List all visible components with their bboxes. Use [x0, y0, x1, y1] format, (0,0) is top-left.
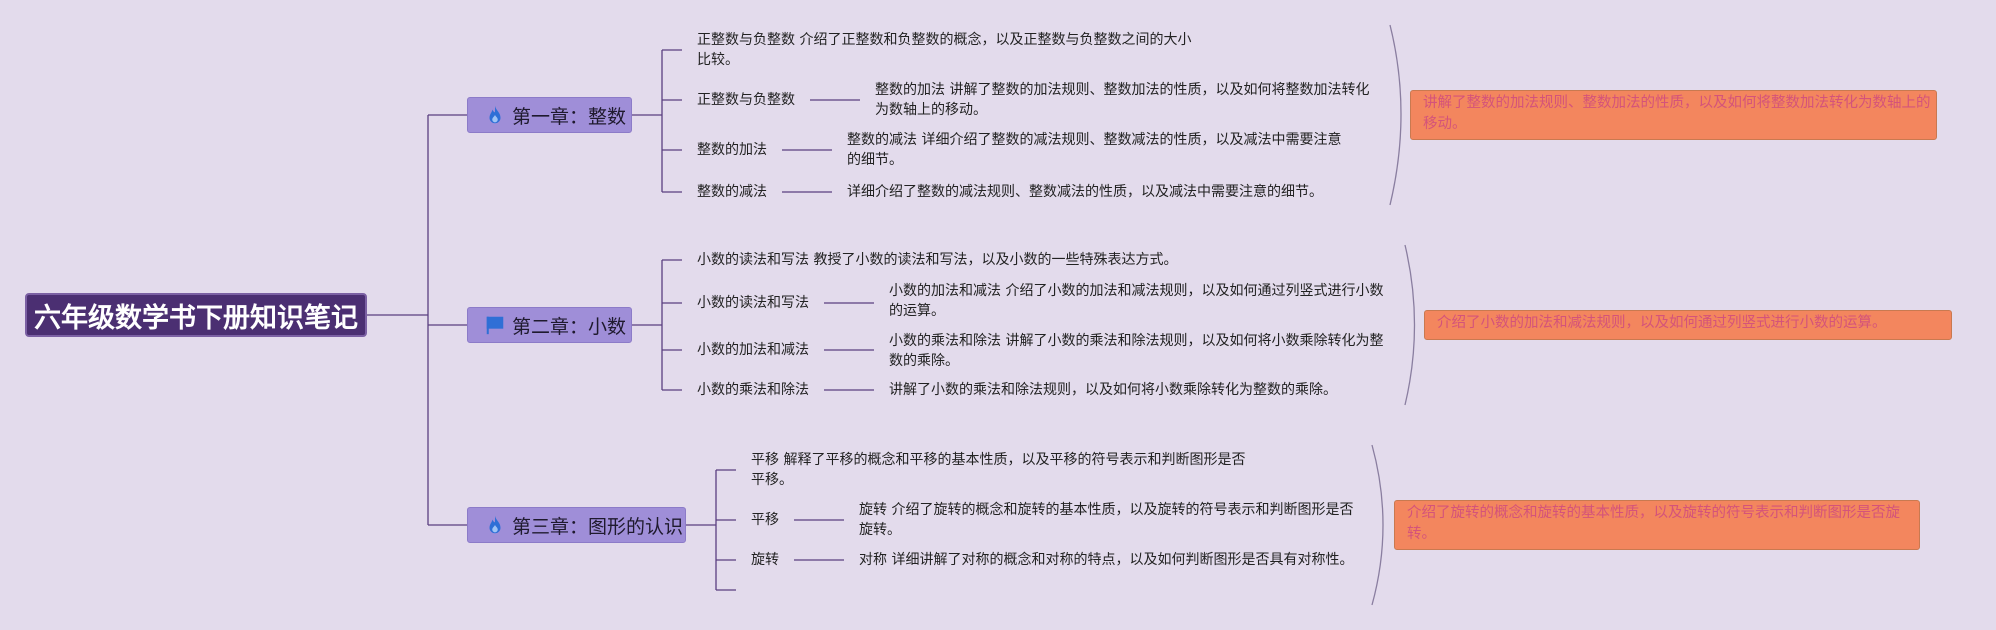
chapter-2-topic-4[interactable]: 小数的乘法和除法 [697, 382, 809, 398]
chapter-2-topic-3[interactable]: 小数的加法和减法 [697, 342, 809, 358]
chapter-2-topic-1[interactable]: 小数的读法和写法 教授了小数的读法和写法，以及小数的一些特殊表达方式。 [697, 252, 1178, 268]
chapter-3-title: 第三章：图形的认识 [512, 515, 684, 538]
root-title: 六年级数学书下册知识笔记 [34, 302, 358, 334]
chapter-3-summary-callout[interactable]: 介绍了旋转的概念和旋转的基本性质，以及旋转的符号表示和判断图形是否旋转。 [1394, 500, 1920, 550]
flame-icon [489, 105, 501, 124]
chapter-3-topic-2-detail[interactable]: 旋转 介绍了旋转的概念和旋转的基本性质，以及旋转的符号表示和判断图形是否旋转。 [859, 502, 1354, 538]
chapter-2-node[interactable]: 第二章：小数 [467, 307, 632, 343]
chapter-1-summary-callout[interactable]: 讲解了整数的加法规则、整数加法的性质，以及如何将整数加法转化为数轴上的移动。 [1410, 90, 1937, 140]
chapter-3-topic-2[interactable]: 平移 [751, 512, 779, 528]
chapter-2-title: 第二章：小数 [512, 315, 627, 338]
chapter-3-topic-1[interactable]: 平移 解释了平移的概念和平移的基本性质，以及平移的符号表示和判断图形是否平移。 [751, 452, 1246, 488]
chapter-3-topic-3[interactable]: 旋转 [751, 552, 779, 568]
chapter-2-topic-3-detail[interactable]: 小数的乘法和除法 讲解了小数的乘法和除法规则，以及如何将小数乘除转化为整数的乘除… [889, 333, 1384, 369]
chapter-1-topic-3[interactable]: 整数的加法 [697, 142, 767, 158]
chapter-1-node[interactable]: 第一章：整数 [467, 97, 632, 133]
flag-icon [486, 316, 504, 335]
root-topic[interactable]: 六年级数学书下册知识笔记 [25, 293, 367, 337]
chapter-2-summary-callout[interactable]: 介绍了小数的加法和减法规则，以及如何通过列竖式进行小数的运算。 [1424, 310, 1952, 340]
chapter-1-topic-1[interactable]: 正整数与负整数 介绍了正整数和负整数的概念，以及正整数与负整数之间的大小比较。 [697, 32, 1192, 68]
chapter-3-topic-3-detail[interactable]: 对称 详细讲解了对称的概念和对称的特点，以及如何判断图形是否具有对称性。 [859, 552, 1354, 568]
chapter-1-topic-3-detail[interactable]: 整数的减法 详细介绍了整数的减法规则、整数减法的性质，以及减法中需要注意的细节。 [847, 132, 1342, 168]
flame-icon [489, 515, 501, 534]
chapter-2-topic-4-detail[interactable]: 讲解了小数的乘法和除法规则，以及如何将小数乘除转化为整数的乘除。 [889, 382, 1337, 398]
chapter-2-topic-2[interactable]: 小数的读法和写法 [697, 295, 809, 311]
chapter-2-topic-2-detail[interactable]: 小数的加法和减法 介绍了小数的加法和减法规则，以及如何通过列竖式进行小数的运算。 [889, 283, 1384, 319]
chapter-1-title: 第一章：整数 [512, 105, 627, 128]
chapter-1-topic-2-detail[interactable]: 整数的加法 讲解了整数的加法规则、整数加法的性质，以及如何将整数加法转化为数轴上… [875, 82, 1370, 118]
chapter-1-topic-2[interactable]: 正整数与负整数 [697, 92, 795, 108]
chapter-3-node[interactable]: 第三章：图形的认识 [467, 507, 686, 543]
chapter-1-topic-4-detail[interactable]: 详细介绍了整数的减法规则、整数减法的性质，以及减法中需要注意的细节。 [847, 184, 1323, 200]
chapter-1-topic-4[interactable]: 整数的减法 [697, 184, 767, 200]
